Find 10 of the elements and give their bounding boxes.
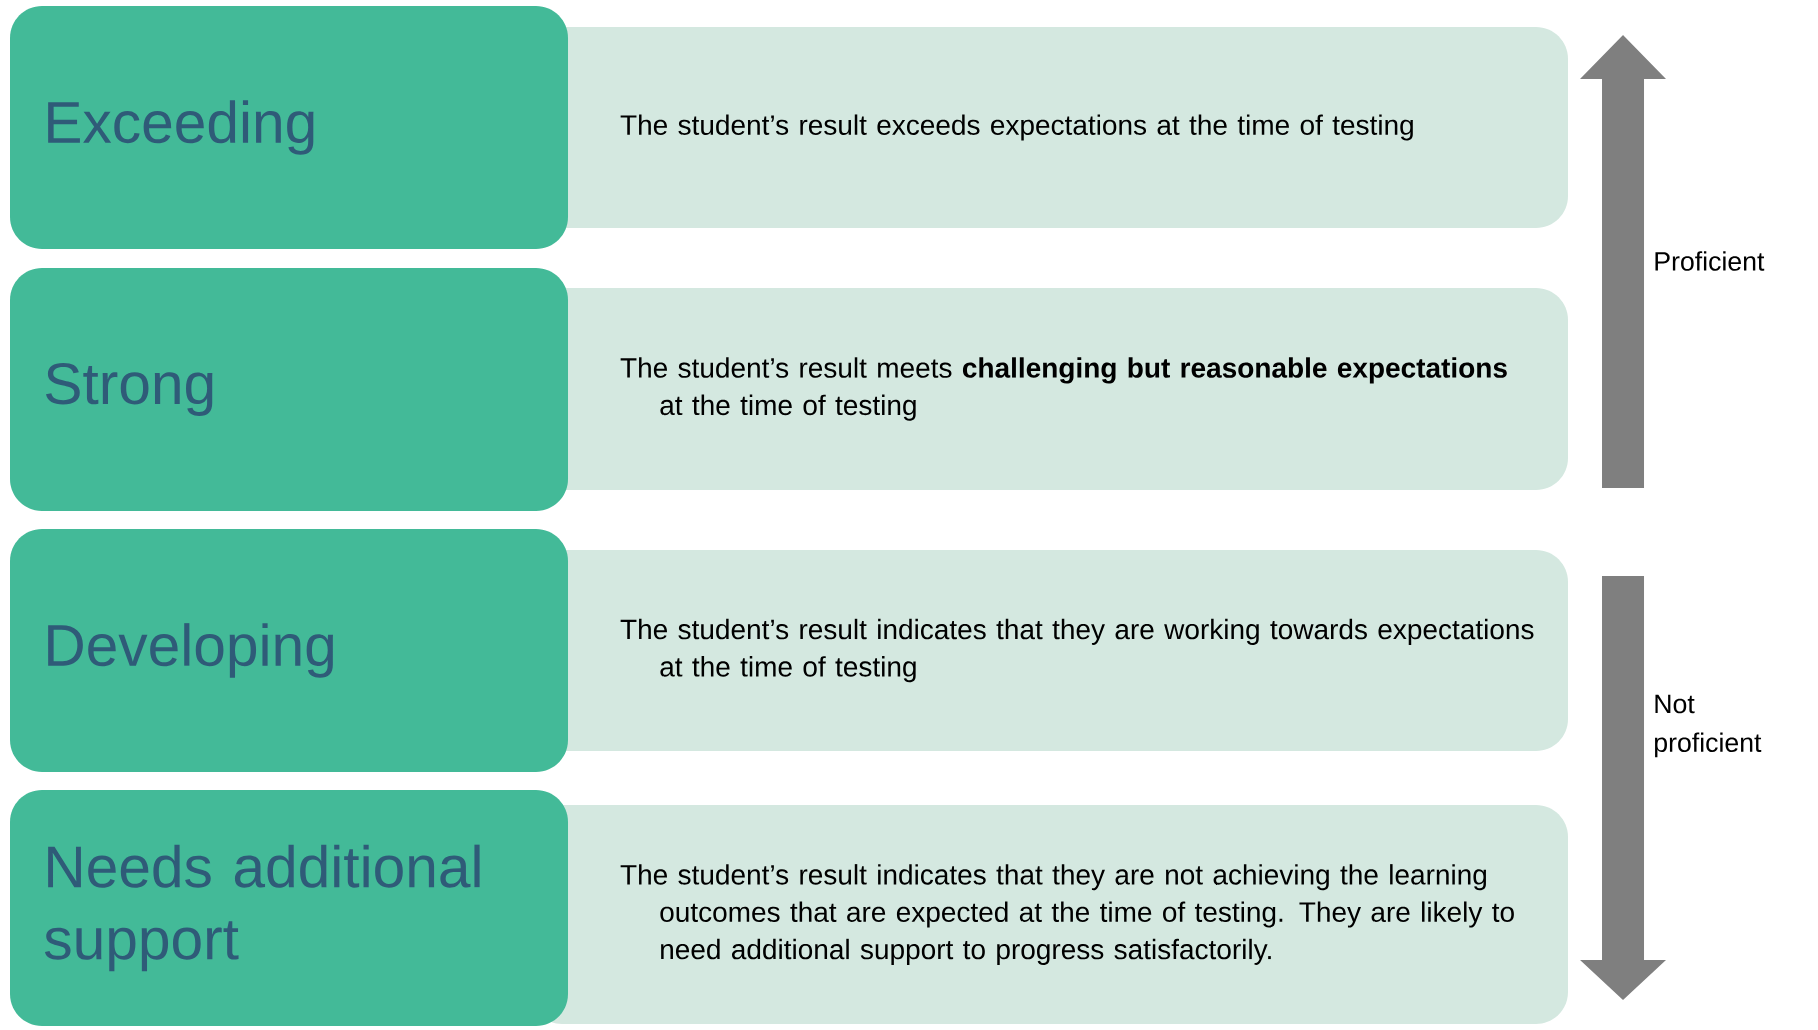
level-box: Developing <box>10 529 568 772</box>
level-box: Needs additional support <box>10 790 568 1026</box>
scale-label: Proficient <box>1655 251 1765 271</box>
description-box: The student’s result indicates that they are working towards expectations at the time of testing <box>530 550 1568 751</box>
level-box: Strong <box>10 268 568 511</box>
description-box: The student’s result exceeds expectations at the time of testing <box>530 27 1568 228</box>
description-box: The student’s result indicates that they are not achieving the learning outcomes that are expected at the time of testing. They are likely to need additional support to progress satisfactorily. <box>530 805 1568 1024</box>
description-box: The student’s result meets challenging but reasonable expectations at the time of testing <box>530 288 1568 490</box>
scale-label: Not proficient <box>1655 694 1762 758</box>
level-box: Exceeding <box>10 6 568 249</box>
